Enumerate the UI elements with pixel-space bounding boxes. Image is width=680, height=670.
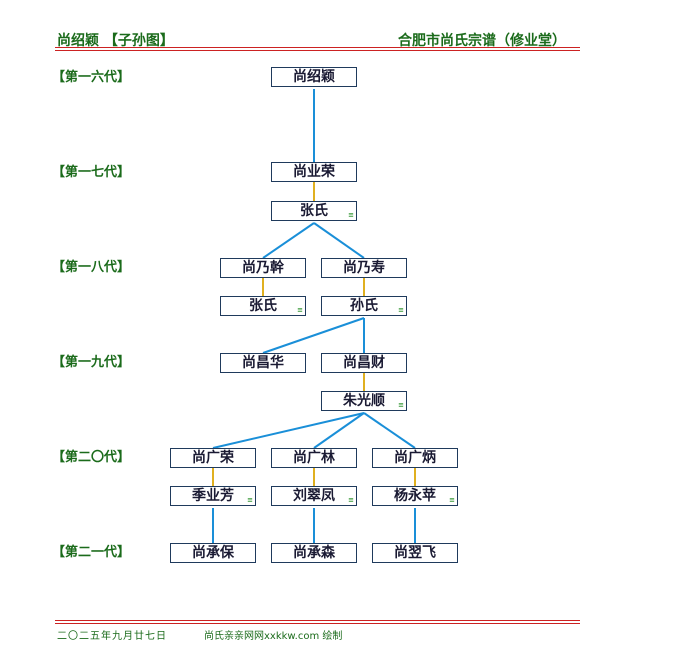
spouse-mark-icon: ≡ [348, 211, 354, 219]
person-shang-guangrong: 尚广荣 [170, 448, 256, 468]
person-shang-yerong: 尚业荣 [271, 162, 357, 182]
person-shang-guanglin: 尚广林 [271, 448, 357, 468]
link-s4b-p5a [212, 412, 365, 449]
spouse-mark-icon: ≡ [398, 401, 404, 409]
person-shang-naigan: 尚乃幹 [220, 258, 306, 278]
spouse-mark-icon: ≡ [398, 306, 404, 314]
link-s4b-p5c [363, 412, 416, 449]
genealogy-source: 合肥市尚氏宗谱（修业堂） [398, 33, 566, 49]
person-shang-naishou: 尚乃寿 [321, 258, 407, 278]
person-shang-chengsen: 尚承森 [271, 543, 357, 563]
generation-label-17: 【第一七代】 [52, 165, 131, 180]
spouse-mark-icon: ≡ [247, 496, 253, 504]
spouse-zhu-guangshun: 朱光顺≡ [321, 391, 407, 411]
header-divider-bottom [55, 50, 580, 51]
footer-divider-bottom [55, 623, 580, 624]
footer-credit: 尚氏亲亲网网xxkkw.com 绘制 [204, 631, 343, 642]
person-shang-guangbing: 尚广炳 [372, 448, 458, 468]
generation-label-19: 【第一九代】 [52, 355, 131, 370]
link-s2-p3b [313, 222, 365, 259]
generation-label-20: 【第二〇代】 [52, 450, 131, 465]
generation-label-21: 【第二一代】 [52, 545, 131, 560]
footer-date: 二〇二五年九月廿七日 [57, 631, 167, 642]
spouse-zhang-shi-1: 张氏≡ [271, 201, 357, 221]
spouse-mark-icon: ≡ [348, 496, 354, 504]
spouse-mark-icon: ≡ [449, 496, 455, 504]
generation-label-18: 【第一八代】 [52, 260, 131, 275]
footer-divider-top [55, 620, 580, 621]
person-shang-chengbao: 尚承保 [170, 543, 256, 563]
spouse-ji-yefang: 季业芳≡ [170, 486, 256, 506]
link-s3b-p4a [262, 317, 365, 354]
link-s2-p3a [262, 222, 315, 259]
person-shang-changhua: 尚昌华 [220, 353, 306, 373]
person-shang-yifei: 尚翌飞 [372, 543, 458, 563]
spouse-sun-shi: 孙氏≡ [321, 296, 407, 316]
person-shang-changcai: 尚昌财 [321, 353, 407, 373]
generation-label-16: 【第一六代】 [52, 70, 131, 85]
spouse-liu-cuifeng: 刘翠凤≡ [271, 486, 357, 506]
person-shang-shaoying: 尚绍颖 [271, 67, 357, 87]
header-divider-top [55, 47, 580, 48]
link-s4b-p5b [313, 412, 365, 449]
genealogy-title: 尚绍颖 【子孙图】 [57, 33, 174, 49]
spouse-zhang-shi-2: 张氏≡ [220, 296, 306, 316]
spouse-mark-icon: ≡ [297, 306, 303, 314]
spouse-yang-yongping: 杨永苹≡ [372, 486, 458, 506]
